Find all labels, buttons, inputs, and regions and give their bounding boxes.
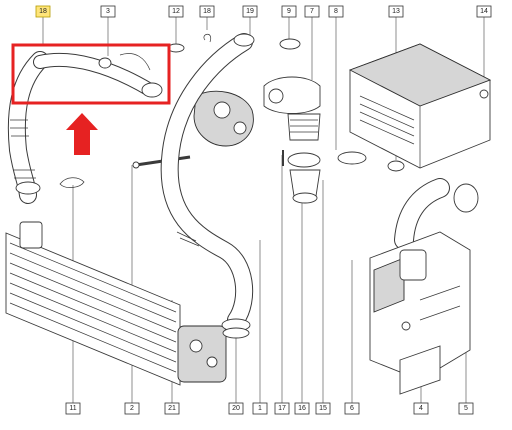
callout-13[interactable]: 13 <box>388 5 404 18</box>
svg-text:4: 4 <box>419 405 423 412</box>
callout-14[interactable]: 14 <box>476 5 492 18</box>
clamp-8 <box>337 151 367 165</box>
air-duct-7 <box>263 38 321 204</box>
svg-text:17: 17 <box>278 405 286 412</box>
svg-text:11: 11 <box>69 405 76 412</box>
highlight-frame <box>11 43 171 105</box>
callout-2[interactable]: 2 <box>124 402 140 415</box>
svg-text:14: 14 <box>480 8 488 15</box>
svg-text:8: 8 <box>334 8 338 15</box>
callout-3[interactable]: 3 <box>100 5 116 18</box>
svg-text:19: 19 <box>246 8 254 15</box>
callout-16[interactable]: 16 <box>294 402 310 415</box>
callout-7[interactable]: 7 <box>304 5 320 18</box>
svg-text:20: 20 <box>232 405 240 412</box>
svg-text:18: 18 <box>203 8 211 15</box>
svg-text:12: 12 <box>172 8 180 15</box>
callout-15[interactable]: 15 <box>315 402 331 415</box>
svg-text:18: 18 <box>39 8 47 15</box>
hose-19 <box>160 33 255 339</box>
callout-20[interactable]: 20 <box>228 402 244 415</box>
callout-17[interactable]: 17 <box>274 402 290 415</box>
svg-text:6: 6 <box>350 405 354 412</box>
svg-text:1: 1 <box>258 405 262 412</box>
svg-text:3: 3 <box>106 8 110 15</box>
callout-4[interactable]: 4 <box>413 402 429 415</box>
air-filter-box <box>348 43 492 169</box>
svg-text:7: 7 <box>310 8 314 15</box>
callout-6[interactable]: 6 <box>344 402 360 415</box>
callout-1[interactable]: 1 <box>252 402 268 415</box>
callout-18-top[interactable]: 18 <box>199 5 215 18</box>
callout-9[interactable]: 9 <box>281 5 297 18</box>
callout-12[interactable]: 12 <box>168 5 184 18</box>
svg-text:21: 21 <box>168 405 176 412</box>
svg-text:13: 13 <box>392 8 400 15</box>
callout-21[interactable]: 21 <box>164 402 180 415</box>
callout-5[interactable]: 5 <box>458 402 474 415</box>
hose-18 <box>7 51 163 204</box>
svg-text:2: 2 <box>130 405 134 412</box>
svg-text:16: 16 <box>298 405 306 412</box>
svg-text:15: 15 <box>319 405 327 412</box>
svg-text:9: 9 <box>287 8 291 15</box>
intake-duct <box>369 178 479 395</box>
turbocharger <box>193 33 254 147</box>
intercooler <box>5 221 227 386</box>
seal-13 <box>387 160 405 172</box>
callout-8[interactable]: 8 <box>328 5 344 18</box>
svg-text:5: 5 <box>464 405 468 412</box>
red-arrow-icon <box>66 113 98 155</box>
callout-11[interactable]: 11 <box>65 402 81 415</box>
callout-19[interactable]: 19 <box>242 5 258 18</box>
callout-18[interactable]: 18 <box>35 5 51 18</box>
seal-11 <box>59 177 85 188</box>
